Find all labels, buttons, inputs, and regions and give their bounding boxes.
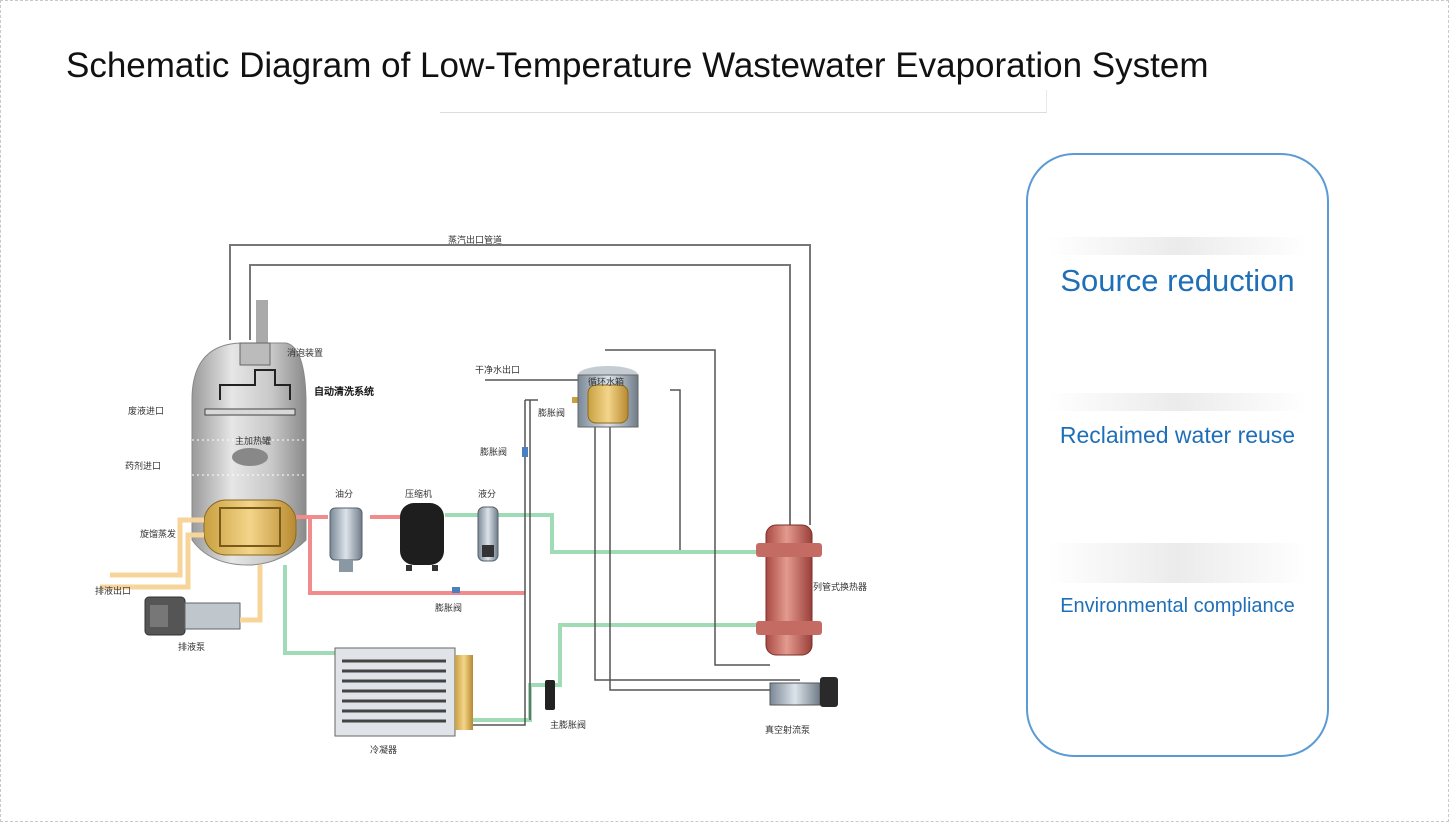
label-tube-heat-exchanger: 列管式换热器 bbox=[813, 581, 867, 593]
panel-haze-1 bbox=[1048, 237, 1308, 255]
oil-separator bbox=[329, 507, 363, 572]
label-circulating-tank: 循环水箱 bbox=[588, 376, 624, 388]
label-oil-separator: 油分 bbox=[335, 488, 353, 500]
label-compressor: 压缩机 bbox=[405, 488, 432, 500]
expansion-valve-tank bbox=[572, 397, 580, 403]
benefits-panel: Source reduction Reclaimed water reuse E… bbox=[1026, 153, 1329, 757]
benefit-environmental-compliance: Environmental compliance bbox=[1060, 595, 1295, 617]
compressor bbox=[400, 503, 444, 571]
main-heating-tank bbox=[191, 300, 307, 566]
label-spiral-coil: 旋馏蒸发 bbox=[140, 528, 176, 540]
label-discharge-outlet: 排液出口 bbox=[95, 585, 131, 597]
discharge-pump bbox=[144, 596, 241, 636]
system-schematic: 蒸汽出口管道 消泡装置 自动清洗系统 废液进口 主加热罐 药剂进口 旋馏蒸发 排… bbox=[95, 234, 867, 756]
label-waste-inlet: 废液进口 bbox=[128, 405, 164, 417]
label-steam-outlet-pipe: 蒸汽出口管道 bbox=[448, 234, 502, 246]
condenser bbox=[334, 647, 473, 737]
page-title: Schematic Diagram of Low-Temperature Was… bbox=[66, 46, 1209, 85]
expansion-valve-mid bbox=[452, 587, 460, 593]
label-discharge-pump: 排液泵 bbox=[178, 641, 205, 653]
label-condenser: 冷凝器 bbox=[370, 744, 397, 756]
label-main-tank: 主加热罐 bbox=[235, 435, 271, 447]
vacuum-jet-pump bbox=[769, 677, 838, 707]
label-chemical-inlet: 药剂进口 bbox=[125, 460, 161, 472]
water-pipes bbox=[473, 349, 800, 726]
circulating-water-tank bbox=[577, 366, 639, 428]
label-clean-water-outlet: 干净水出口 bbox=[475, 364, 520, 376]
steam-outlet-duct bbox=[229, 244, 811, 525]
label-expansion-valve-tank: 膨胀阀 bbox=[538, 407, 565, 419]
tube-heat-exchanger bbox=[756, 524, 822, 656]
label-defoamer: 消泡装置 bbox=[287, 347, 323, 359]
label-expansion-valve-upper: 膨胀阀 bbox=[480, 446, 507, 458]
title-placeholder-box bbox=[440, 90, 1047, 113]
label-main-expansion-valve: 主膨胀阀 bbox=[550, 719, 586, 731]
benefit-source-reduction: Source reduction bbox=[1060, 263, 1295, 298]
liquid-separator bbox=[477, 506, 499, 562]
benefit-reclaimed-water-reuse: Reclaimed water reuse bbox=[1059, 422, 1296, 448]
main-expansion-valve bbox=[545, 680, 555, 710]
coil-feed-lines bbox=[100, 517, 263, 623]
label-vacuum-jet-pump: 真空射流泵 bbox=[765, 724, 810, 736]
label-liquid-separator: 液分 bbox=[478, 488, 496, 500]
panel-haze-2 bbox=[1048, 393, 1308, 411]
label-expansion-valve-mid: 膨胀阀 bbox=[435, 602, 462, 614]
panel-haze-3 bbox=[1048, 543, 1308, 583]
label-auto-clean: 自动清洗系统 bbox=[314, 385, 374, 398]
expansion-valve-upper bbox=[522, 447, 528, 457]
